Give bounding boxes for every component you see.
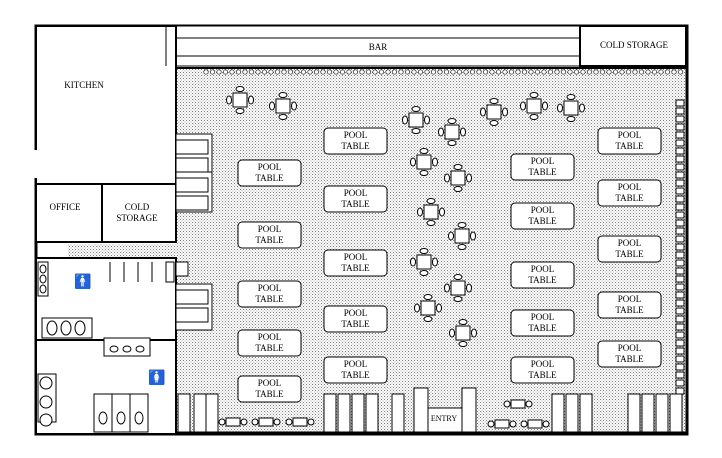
pool-table-label: POOL TABLE: [255, 332, 284, 353]
man-icon: 🚹: [74, 273, 91, 290]
pool-table: [510, 202, 575, 230]
dining-tables: [226, 86, 585, 347]
pool-table-label: POOL TABLE: [341, 308, 370, 329]
pool-table-label: POOL TABLE: [255, 162, 284, 183]
office-label: OFFICE: [49, 202, 81, 212]
pool-table: [237, 375, 302, 403]
dining-table: [448, 222, 476, 250]
dining-table: [410, 148, 438, 176]
pool-tables: [237, 127, 662, 403]
bar-counter: [175, 25, 686, 69]
dining-table: [417, 198, 445, 226]
dining-table: [557, 94, 585, 122]
dining-table: [410, 248, 438, 276]
pool-table: [597, 127, 662, 155]
pool-table: [597, 179, 662, 207]
pool-table: [237, 329, 302, 357]
pool-table-label: POOL TABLE: [255, 224, 284, 245]
cold-storage-left-label: COLD STORAGE: [116, 202, 158, 223]
pool-table-label: POOL TABLE: [528, 205, 557, 226]
pool-table: [597, 291, 662, 319]
left-booths: [175, 133, 213, 331]
pool-table-label: POOL TABLE: [528, 359, 557, 380]
pool-table-label: POOL TABLE: [615, 130, 644, 151]
pool-table: [510, 309, 575, 337]
dining-table: [480, 98, 508, 126]
pool-table: [237, 159, 302, 187]
right-wall-booths: [675, 99, 685, 395]
pool-table-label: POOL TABLE: [528, 156, 557, 177]
pool-table-label: POOL TABLE: [615, 182, 644, 203]
pool-table-label: POOL TABLE: [341, 359, 370, 380]
dining-table: [444, 164, 472, 192]
restroom-fixtures: [37, 261, 175, 433]
cold-storage-top-room: [579, 25, 687, 67]
woman-icon: 🚺: [148, 369, 165, 386]
pool-table-label: POOL TABLE: [341, 130, 370, 151]
entry-vestibule: [413, 387, 429, 433]
pool-table: [597, 340, 662, 368]
pool-table: [323, 356, 388, 384]
pool-table-label: POOL TABLE: [528, 312, 557, 333]
pool-table: [597, 235, 662, 263]
pool-table: [510, 356, 575, 384]
pool-table-label: POOL TABLE: [615, 343, 644, 364]
left-rooms: [35, 25, 177, 435]
pool-table: [510, 153, 575, 181]
dining-table: [438, 118, 466, 146]
pool-table-label: POOL TABLE: [341, 188, 370, 209]
dining-table: [414, 294, 442, 322]
pool-table-label: POOL TABLE: [528, 264, 557, 285]
pool-table-label: POOL TABLE: [255, 283, 284, 304]
pool-table: [237, 221, 302, 249]
bar-stools: [203, 69, 683, 75]
dining-table: [226, 86, 254, 114]
cold-storage-top-label: COLD STORAGE: [599, 40, 669, 50]
dining-table: [444, 274, 472, 302]
dining-table: [269, 92, 297, 120]
pool-table-label: POOL TABLE: [615, 238, 644, 259]
pool-table-label: POOL TABLE: [255, 378, 284, 399]
kitchen-label: KITCHEN: [64, 80, 104, 90]
corridor-floor: [68, 244, 180, 258]
pool-table-label: POOL TABLE: [615, 294, 644, 315]
pool-table: [323, 305, 388, 333]
pool-table-label: POOL TABLE: [341, 252, 370, 273]
dining-table: [402, 106, 430, 134]
pool-table: [510, 261, 575, 289]
bar-label: BAR: [368, 42, 388, 52]
pool-table: [323, 249, 388, 277]
dining-table: [449, 319, 477, 347]
bottom-booths: [177, 393, 683, 433]
entry-label: ENTRY: [430, 414, 458, 423]
dining-table: [520, 92, 548, 120]
pool-table: [323, 127, 388, 155]
pool-table: [323, 185, 388, 213]
pool-table: [237, 280, 302, 308]
